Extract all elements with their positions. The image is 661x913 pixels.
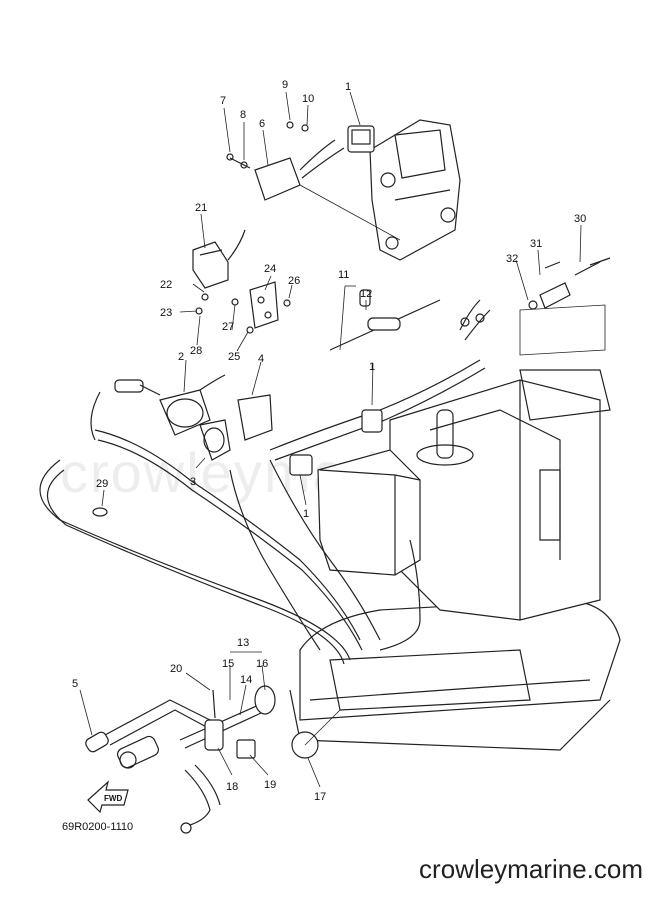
callout-1: 1: [303, 508, 309, 520]
callout-2: 2: [178, 351, 184, 363]
temperature-switch: [519, 257, 611, 356]
callout-25: 25: [228, 351, 240, 363]
callout-12: 12: [360, 288, 372, 300]
callout-19: 19: [264, 779, 276, 791]
callout-27: 27: [222, 321, 234, 333]
cdi-unit: [369, 119, 461, 261]
callout-5: 5: [72, 678, 78, 690]
callout-24: 24: [264, 263, 276, 275]
callout-21: 21: [195, 202, 207, 214]
callout-10: 10: [302, 93, 314, 105]
callout-32: 32: [506, 253, 518, 265]
callout-23: 23: [160, 307, 172, 319]
rubber-cap: [347, 125, 375, 153]
callout-29: 29: [96, 478, 108, 490]
rectifier-regulator: [226, 121, 401, 241]
callout-6: 6: [259, 118, 265, 130]
callout-13: 13: [237, 637, 249, 649]
leader-lines: [79, 91, 582, 788]
fwd-arrow: FWD: [87, 780, 129, 814]
starter-solenoid: [90, 374, 226, 441]
callout-30: 30: [574, 213, 586, 225]
callout-9: 9: [282, 79, 288, 91]
callouts: 1 1 1 2 3 4 5 6 7 8 9 10 11 12 13 14 15 …: [72, 79, 586, 803]
callout-18: 18: [226, 781, 238, 793]
engine-block: [289, 369, 621, 751]
lower-cable-parts: [85, 685, 341, 834]
callout-11: 11: [338, 269, 349, 281]
callout-20: 20: [170, 663, 182, 675]
bracket: [237, 394, 273, 441]
cable-clip: [92, 507, 108, 517]
callout-7: 7: [220, 95, 226, 107]
callout-16: 16: [256, 658, 268, 670]
main-cables: [39, 429, 421, 665]
relay-assembly: [192, 229, 291, 334]
callout-17: 17: [314, 791, 326, 803]
callout-3: 3: [190, 476, 196, 488]
callout-14: 14: [240, 674, 252, 686]
callout-1: 1: [345, 81, 351, 93]
site-url: crowleymarine.com: [419, 854, 643, 884]
callout-26: 26: [288, 275, 300, 287]
callout-4: 4: [258, 353, 264, 365]
callout-28: 28: [190, 345, 202, 357]
callout-31: 31: [530, 238, 542, 250]
fwd-label: FWD: [104, 794, 122, 803]
ignition-coil: [289, 409, 421, 576]
callout-15: 15: [222, 658, 234, 670]
callout-8: 8: [240, 109, 246, 121]
drawing-number: 69R0200-1110: [62, 821, 134, 833]
solenoid-cover: [199, 419, 231, 461]
callout-1: 1: [369, 361, 375, 373]
callout-22: 22: [160, 279, 172, 291]
